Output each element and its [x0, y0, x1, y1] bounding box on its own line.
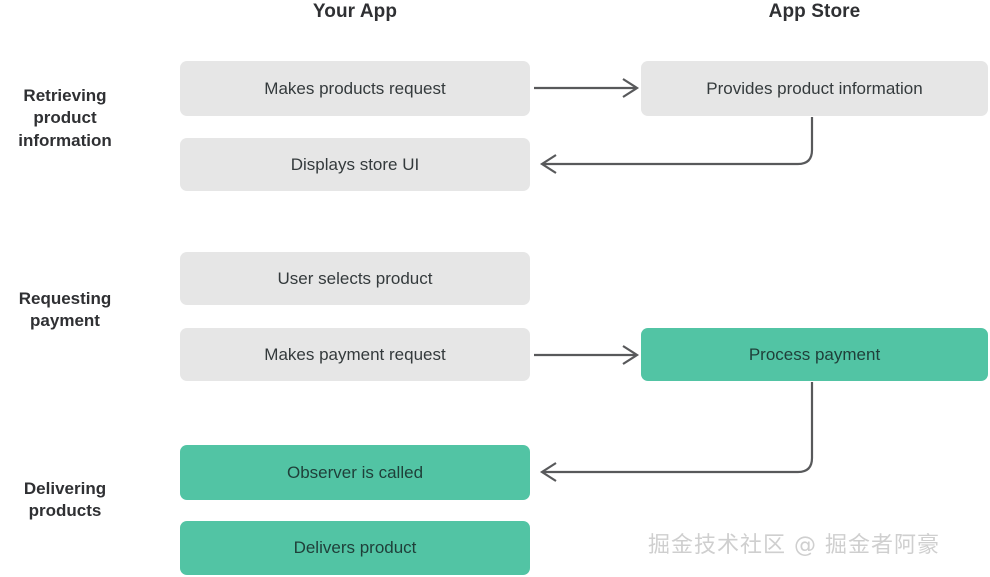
- arrow-request-to-appstore: [534, 78, 640, 98]
- box-process-payment[interactable]: Process payment: [641, 328, 988, 381]
- column-header-your-app: Your App: [312, 1, 398, 22]
- watermark-text: 掘金技术社区 @ 掘金者阿豪: [648, 533, 940, 558]
- box-makes-products-request[interactable]: Makes products request: [180, 61, 530, 116]
- column-header-app-store: App Store: [768, 1, 861, 22]
- box-delivers-product[interactable]: Delivers product: [180, 521, 530, 575]
- arrow-payment-to-appstore: [534, 345, 640, 365]
- box-observer-is-called[interactable]: Observer is called: [180, 445, 530, 500]
- arrow-info-to-store-ui: [539, 117, 814, 174]
- box-displays-store-ui[interactable]: Displays store UI: [180, 138, 530, 191]
- box-makes-payment-request[interactable]: Makes payment request: [180, 328, 530, 381]
- arrow-payment-to-observer: [539, 382, 814, 482]
- box-user-selects-product[interactable]: User selects product: [180, 252, 530, 305]
- box-provides-product-information[interactable]: Provides product information: [641, 61, 988, 116]
